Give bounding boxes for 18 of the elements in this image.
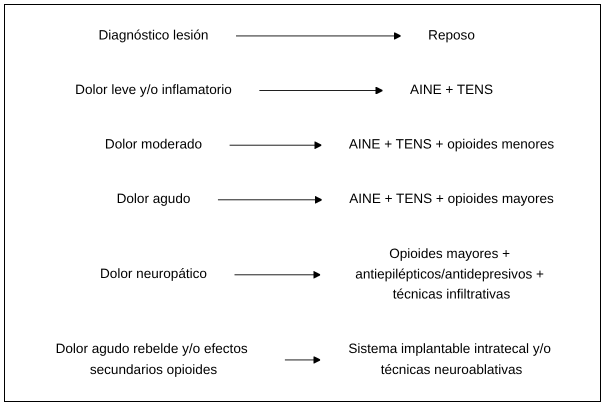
node-text: Diagnóstico lesión	[98, 28, 208, 43]
arrow	[235, 32, 402, 40]
node-text: Dolor moderado	[104, 136, 202, 152]
node-text: Opioides mayores + antiepilépticos/antidepresivos + técnicas infiltrativas	[355, 246, 544, 302]
node-text: AINE + TENS + opioides mayores	[349, 191, 554, 207]
arrow	[228, 141, 322, 150]
arrow	[284, 356, 321, 364]
arrow	[258, 86, 384, 95]
node-text: AINE + TENS + opioides menores	[348, 136, 554, 152]
node-text: Dolor neuropático	[100, 266, 207, 282]
node-text: Reposo	[428, 28, 475, 43]
node-text: Dolor leve y/o inflamatorio	[75, 82, 232, 98]
node-text: AINE + TENS	[410, 82, 493, 98]
node-text: Dolor agudo	[116, 191, 190, 207]
arrow	[234, 270, 321, 279]
arrow	[217, 196, 322, 204]
node-text: Sistema implantable intratecal y/o técnicas neuroablativas	[348, 341, 551, 378]
node-text: Dolor agudo rebelde y/o efectos secundarios opioides	[56, 341, 248, 378]
